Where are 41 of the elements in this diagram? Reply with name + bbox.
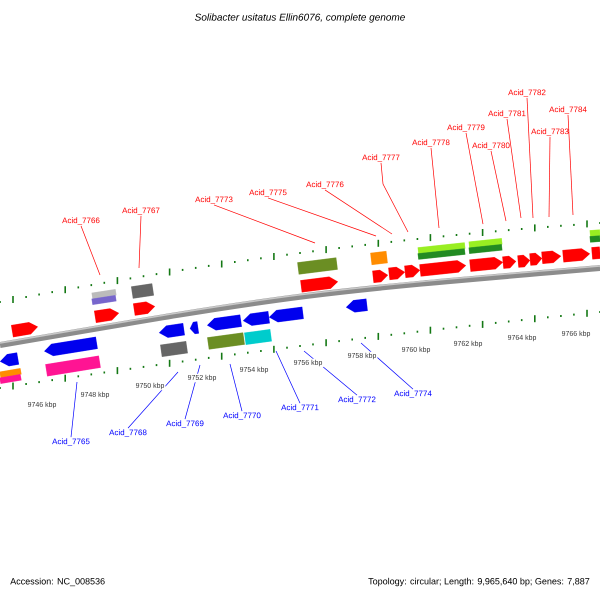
gene-label: Acid_7772 bbox=[338, 396, 376, 404]
gene-label: Acid_7776 bbox=[306, 181, 344, 189]
leader-line bbox=[268, 198, 376, 236]
leader-line bbox=[506, 118, 522, 218]
gene-label: Acid_7770 bbox=[223, 412, 261, 420]
gene-label: Acid_7766 bbox=[62, 217, 100, 225]
gene-label: Acid_7771 bbox=[281, 404, 318, 412]
leader-line bbox=[466, 132, 484, 224]
genome-info-text: Topology: circular; Length: 9,965,640 bp; Genes: 7,887 bbox=[368, 578, 590, 586]
gene-label: Acid_7769 bbox=[166, 420, 204, 428]
gene-label: Acid_7778 bbox=[412, 139, 450, 147]
gene-label: Acid_7779 bbox=[447, 124, 485, 132]
leader-line bbox=[568, 114, 574, 216]
leader-line bbox=[276, 350, 300, 404]
gene-label: Acid_7768 bbox=[109, 429, 147, 437]
gene-label: Acid_7765 bbox=[52, 438, 90, 446]
gene-label: Acid_7782 bbox=[508, 89, 546, 97]
leader-line bbox=[214, 204, 316, 244]
leader-line bbox=[548, 136, 550, 218]
leader-line bbox=[128, 372, 178, 428]
gene-label: Acid_7781 bbox=[488, 110, 526, 118]
gene-label: Acid_7774 bbox=[394, 390, 432, 398]
leader-line bbox=[138, 216, 142, 268]
gene-label: Acid_7773 bbox=[195, 196, 233, 204]
accession-text: Accession: NC_008536 bbox=[10, 578, 105, 586]
leader-line bbox=[324, 190, 392, 234]
leader-line bbox=[430, 148, 440, 228]
leader-line bbox=[230, 364, 242, 412]
gene-label: Acid_7775 bbox=[249, 189, 287, 197]
leader-line bbox=[490, 150, 506, 222]
gene-label: Acid_7780 bbox=[472, 142, 510, 150]
gene-label: Acid_7767 bbox=[122, 207, 160, 215]
gene-label: Acid_7783 bbox=[531, 128, 569, 136]
leader-line bbox=[380, 162, 408, 232]
leader-line bbox=[80, 226, 100, 276]
leader-line bbox=[360, 342, 414, 390]
leader-line bbox=[526, 98, 534, 218]
leader-line bbox=[70, 382, 78, 438]
gene-label: Acid_7777 bbox=[362, 154, 400, 162]
gene-label: Acid_7784 bbox=[549, 106, 587, 114]
title: Solibacter usitatus Ellin6076, complete genome bbox=[194, 13, 405, 23]
